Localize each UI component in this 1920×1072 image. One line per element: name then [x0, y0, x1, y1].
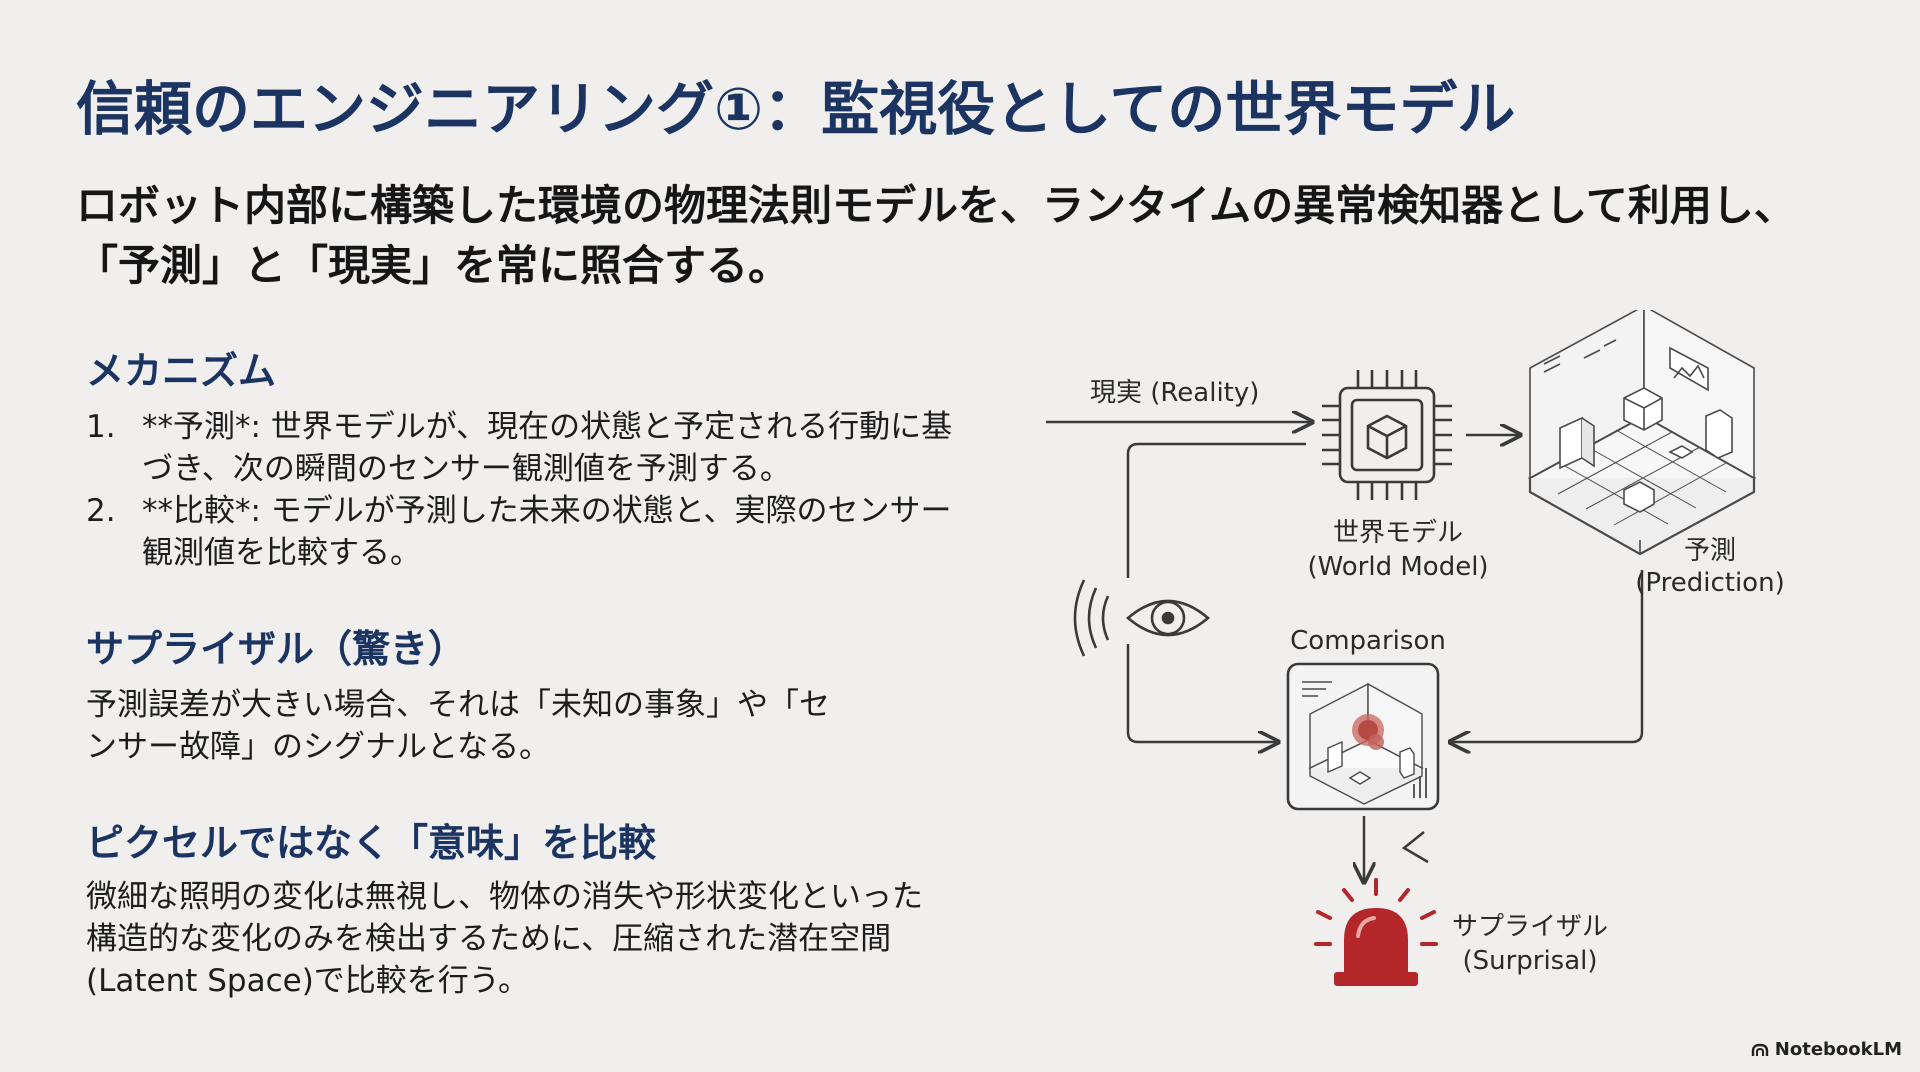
- semantic-heading: ピクセルではなく「意味」を比較: [86, 821, 657, 865]
- surprisal-heading: サプライザル（驚き）: [86, 627, 467, 671]
- slide-title: 信頼のエンジニアリング①：監視役としての世界モデル: [76, 75, 1516, 143]
- notebooklm-logo-icon: [1751, 1043, 1768, 1056]
- list-text: **比較*: モデルが予測した未来の状態と、実際のセンサー観測値を比較する。: [142, 493, 952, 571]
- comparison-room-icon: [1286, 662, 1440, 811]
- surprisal-label-en: (Surprisal): [1462, 946, 1598, 976]
- sensor-to-model-line: [1126, 442, 1306, 578]
- prediction-to-comparison-arrow: [1450, 570, 1644, 742]
- surprisal-label-ja: サプライザル: [1451, 912, 1608, 942]
- sensor-to-comparison-arrow: [1126, 644, 1278, 742]
- watermark-text: NotebookLM: [1774, 1039, 1902, 1060]
- feedback-chevron-icon: [1401, 831, 1429, 864]
- world-model-diagram: 現実 (Reality) 世界モデル (World Model) 予測 (Pre…: [1030, 304, 1830, 1010]
- notebooklm-watermark: NotebookLM: [1751, 1039, 1902, 1060]
- slide-subtitle: ロボット内部に構築した環境の物理法則モデルを、ランタイムの異常検知器として利用し…: [76, 181, 1796, 290]
- alarm-siren-icon: [1314, 878, 1438, 986]
- mechanism-heading: メカニズム: [86, 349, 277, 393]
- eye-sensor-icon: [1073, 579, 1211, 657]
- reality-label: 現実 (Reality): [1090, 378, 1260, 408]
- list-item: 2. **比較*: モデルが予測した未来の状態と、実際のセンサー観測値を比較する…: [86, 490, 966, 574]
- world-model-label-en: (World Model): [1307, 552, 1489, 582]
- list-number: 2.: [86, 493, 116, 529]
- surprisal-text: 予測誤差が大きい場合、それは「未知の事象」や「センサー故障」のシグナルとなる。: [86, 687, 830, 765]
- prediction-label-ja: 予測: [1683, 536, 1736, 566]
- list-number: 1.: [86, 409, 116, 445]
- list-text: **予測*: 世界モデルが、現在の状態と予定される行動に基づき、次の瞬間のセンサ…: [142, 409, 953, 487]
- chip-cube-icon: [1322, 370, 1452, 500]
- mechanism-list: 1. **予測*: 世界モデルが、現在の状態と予定される行動に基づき、次の瞬間の…: [86, 406, 966, 574]
- anomaly-highlight: [1352, 714, 1384, 750]
- prediction-label-en: (Prediction): [1635, 568, 1785, 598]
- isometric-room-icon: [1527, 304, 1757, 556]
- comparison-label: Comparison: [1290, 626, 1446, 656]
- list-item: 1. **予測*: 世界モデルが、現在の状態と予定される行動に基づき、次の瞬間の…: [86, 406, 966, 490]
- semantic-text: 微細な照明の変化は無視し、物体の消失や形状変化といった構造的な変化のみを検出する…: [86, 879, 923, 999]
- world-model-label-ja: 世界モデル: [1332, 518, 1463, 548]
- diagram-svg: [1046, 304, 1757, 986]
